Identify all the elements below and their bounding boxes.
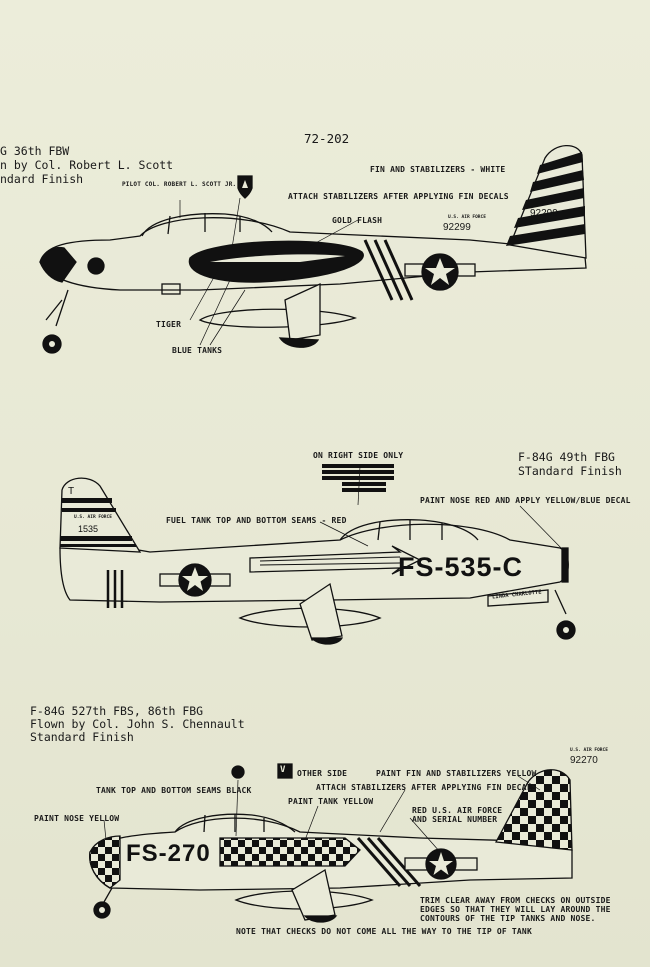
svg-text:1535: 1535 xyxy=(78,524,98,534)
attach-label: ATTACH STABILIZERS AFTER APPLYING FIN DE… xyxy=(288,192,509,201)
fuel-tank-label: FUEL TANK TOP AND BOTTOM SEAMS - RED xyxy=(166,516,347,525)
serial-3: 92270 xyxy=(570,755,598,766)
caption-2-line-1: F-84G 49th FBG xyxy=(518,450,615,464)
buzz-number-2: FS-535-C xyxy=(398,552,524,582)
paint-nose-label-2: PAINT NOSE RED AND APPLY YELLOW/BLUE DEC… xyxy=(420,496,631,505)
buzz-number-3: FS-270 xyxy=(126,840,211,867)
caption-1-line-3: ndard Finish xyxy=(0,172,84,186)
gold-flash-label: GOLD FLASH xyxy=(332,216,383,225)
svg-text:T: T xyxy=(68,486,74,497)
svg-text:92299: 92299 xyxy=(530,208,558,219)
serial-1: 92299 xyxy=(443,222,471,233)
checks-note: NOTE THAT CHECKS DO NOT COME ALL THE WAY… xyxy=(236,927,532,936)
usaf-label-1: U.S. AIR FORCE xyxy=(448,215,486,220)
caption-1-line-1: G 36th FBW xyxy=(0,144,70,158)
caption-1-line-2: n by Col. Robert L. Scott xyxy=(0,158,174,172)
usaf-label-3: U.S. AIR FORCE xyxy=(570,748,608,753)
v-emblem: V xyxy=(280,765,286,775)
paint-nose-label-3: PAINT NOSE YELLOW xyxy=(34,814,120,823)
attach-label-3: ATTACH STABILIZERS AFTER APPLYING FIN DE… xyxy=(316,783,537,792)
trim-line-1: TRIM CLEAR AWAY FROM CHECKS ON OUTSIDE xyxy=(420,896,611,905)
other-side-label: OTHER SIDE xyxy=(297,769,348,778)
trim-line-3: CONTOURS OF THE TIP TANKS AND NOSE. xyxy=(420,914,596,923)
blue-tanks-label: BLUE TANKS xyxy=(172,346,223,355)
usaf-label-2: U.S. AIR FORCE xyxy=(74,515,112,520)
tiger-label: TIGER xyxy=(156,320,182,329)
caption-3-line-3: Standard Finish xyxy=(30,730,134,744)
fin-stab-label: FIN AND STABILIZERS - WHITE xyxy=(370,165,506,174)
aircraft-2-profile: T 1535 xyxy=(59,464,576,645)
paint-tank-label: PAINT TANK YELLOW xyxy=(288,797,374,806)
aircraft-3-profile xyxy=(89,763,573,923)
trim-line-2: EDGES SO THAT THEY WILL LAY AROUND THE xyxy=(420,905,611,914)
pilot-label: PILOT COL. ROBERT L. SCOTT JR. xyxy=(122,181,237,188)
red-usaf-line-1: RED U.S. AIR FORCE xyxy=(412,806,503,815)
aircraft-1-profile: 92299 xyxy=(39,144,587,354)
caption-3-line-2: Flown by Col. John S. Chennault xyxy=(30,717,245,731)
right-side-only-label: ON RIGHT SIDE ONLY xyxy=(313,451,404,460)
tank-seams-label: TANK TOP AND BOTTOM SEAMS BLACK xyxy=(96,786,252,795)
red-usaf-line-2: AND SERIAL NUMBER xyxy=(412,815,498,824)
paint-fin-label: PAINT FIN AND STABILIZERS YELLOW xyxy=(376,769,537,778)
caption-2-line-2: STandard Finish xyxy=(518,464,622,478)
caption-3-line-1: F-84G 527th FBS, 86th FBG xyxy=(30,704,204,718)
sheet-number: 72-202 xyxy=(304,131,350,146)
